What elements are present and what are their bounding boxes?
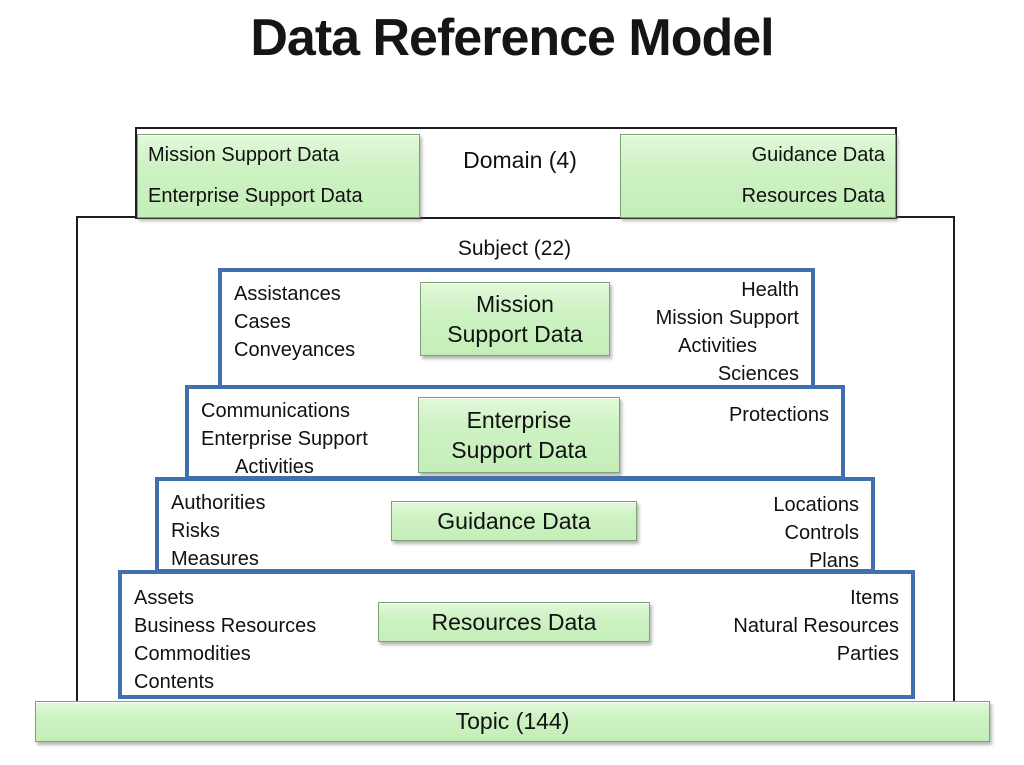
list-item: Protections [728,404,829,426]
enterprise-support-data-green-box: Enterprise Support Data [418,397,620,473]
mission-left-list: Assistances Cases Conveyances [234,280,355,364]
mission-support-data-green-box: Mission Support Data [420,282,610,356]
topic-bar: Topic (144) [35,701,990,742]
list-item: Risks [171,520,220,542]
guidance-left-list: Authorities Risks Measures [171,489,266,573]
list-item: Cases [234,311,291,333]
list-item: Mission Support [655,307,799,329]
list-item: Plans [808,550,859,572]
list-item: Assistances [234,283,341,305]
subject-count-label: Subject (22) [457,237,572,260]
domain-right-line: Resources Data [741,185,885,207]
list-item: Sciences [717,363,799,385]
list-item: Activities [678,335,757,357]
list-item: Natural Resources [733,615,899,637]
green-box-line: Guidance Data [437,508,591,534]
domain-count-label: Domain (4) [463,147,577,173]
subject-row-resources-data: Assets Business Resources Commodities Co… [118,570,915,699]
list-item: Conveyances [234,339,356,361]
list-item: Contents [134,671,215,693]
green-box-line: Enterprise [466,407,572,433]
list-item: Enterprise Support [201,428,368,450]
list-item: Measures [171,548,259,570]
list-item: Controls [784,522,859,544]
resources-left-list: Assets Business Resources Commodities Co… [134,584,316,696]
list-item: Commodities [134,643,251,665]
page-title: Data Reference Model [250,9,774,67]
domain-right-line: Guidance Data [751,144,885,166]
mission-right-list: Health Mission Support Activities Scienc… [656,276,799,388]
resources-data-green-box: Resources Data [378,602,650,642]
domain-left-line: Enterprise Support Data [148,185,363,207]
list-item: Items [850,587,899,609]
topic-count-label: Topic (144) [455,708,570,734]
list-item: Health [741,279,799,301]
green-box-line: Resources Data [431,609,597,635]
subject-row-mission-support-data: Assistances Cases Conveyances Mission Su… [218,268,815,389]
list-item: Locations [773,494,859,516]
guidance-data-green-box: Guidance Data [391,501,637,541]
guidance-right-list: Locations Controls Plans [773,491,859,575]
enterprise-right-list: Protections [729,401,829,429]
green-box-line: Support Data [447,321,583,347]
enterprise-left-list: Communications Enterprise Support Activi… [201,397,368,481]
green-box-line: Mission [476,291,554,317]
list-item: Activities [235,456,314,478]
list-item: Authorities [171,492,266,514]
subject-row-guidance-data: Authorities Risks Measures Guidance Data… [155,477,875,573]
domain-left-line: Mission Support Data [148,144,340,166]
resources-right-list: Items Natural Resources Parties [733,584,899,668]
list-item: Business Resources [134,615,317,637]
green-box-line: Support Data [451,437,587,463]
subject-row-enterprise-support-data: Communications Enterprise Support Activi… [185,385,845,480]
list-item: Communications [201,400,350,422]
domain-left-green-box: Mission Support Data Enterprise Support … [137,134,420,218]
list-item: Parties [836,643,899,665]
list-item: Assets [134,587,195,609]
domain-right-green-box: Guidance Data Resources Data [620,134,896,218]
